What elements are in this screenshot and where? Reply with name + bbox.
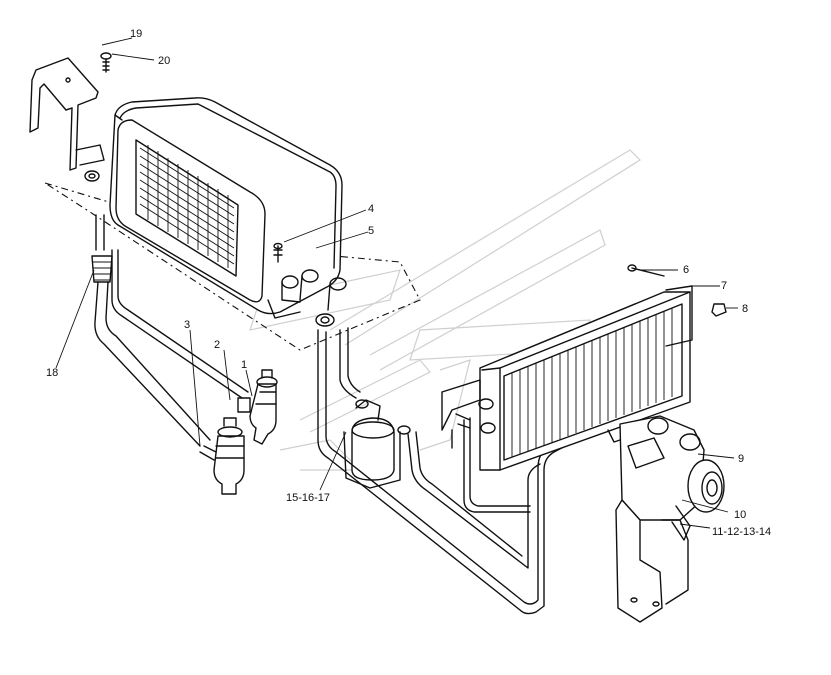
callout-9: 9 [738, 453, 744, 465]
callout-11-12-13-14: 11-12-13-14 [712, 526, 771, 538]
callout-4: 4 [368, 203, 374, 215]
refrigerant-pipes-left [94, 249, 249, 447]
bolt-6 [627, 264, 665, 277]
mounting-bracket [29, 57, 105, 182]
callout-19: 19 [130, 28, 142, 40]
evaporator-unit [109, 97, 347, 327]
callout-labels: 19 20 4 5 6 7 8 9 10 11-12-13-14 1 2 3 1… [46, 28, 771, 538]
callout-1: 1 [241, 359, 247, 371]
evaporator-grille [139, 145, 235, 268]
fitting-1 [249, 369, 278, 445]
callout-2: 2 [214, 339, 220, 351]
fitting-2 [237, 397, 251, 413]
fitting-3 [199, 417, 245, 495]
callout-20: 20 [158, 55, 170, 67]
receiver-drier [343, 399, 411, 489]
callout-10: 10 [734, 509, 746, 521]
callout-6: 6 [683, 264, 689, 276]
compressor [607, 415, 725, 521]
callout-15-16-17: 15-16-17 [286, 492, 330, 504]
nut-8 [711, 303, 727, 317]
callout-5: 5 [368, 225, 374, 237]
condenser-fins [511, 308, 673, 457]
evaporator-fittings [267, 269, 347, 327]
refrigerant-pipes-right [317, 327, 601, 615]
compressor-bracket [615, 499, 691, 623]
callout-18: 18 [46, 367, 58, 379]
callout-8: 8 [742, 303, 748, 315]
screw-20 [100, 52, 112, 73]
leader-lines [55, 37, 738, 529]
drain-hose [91, 214, 113, 283]
callout-7: 7 [721, 280, 727, 292]
mounting-plane [44, 182, 421, 351]
callout-3: 3 [184, 319, 190, 331]
condenser [441, 285, 693, 471]
